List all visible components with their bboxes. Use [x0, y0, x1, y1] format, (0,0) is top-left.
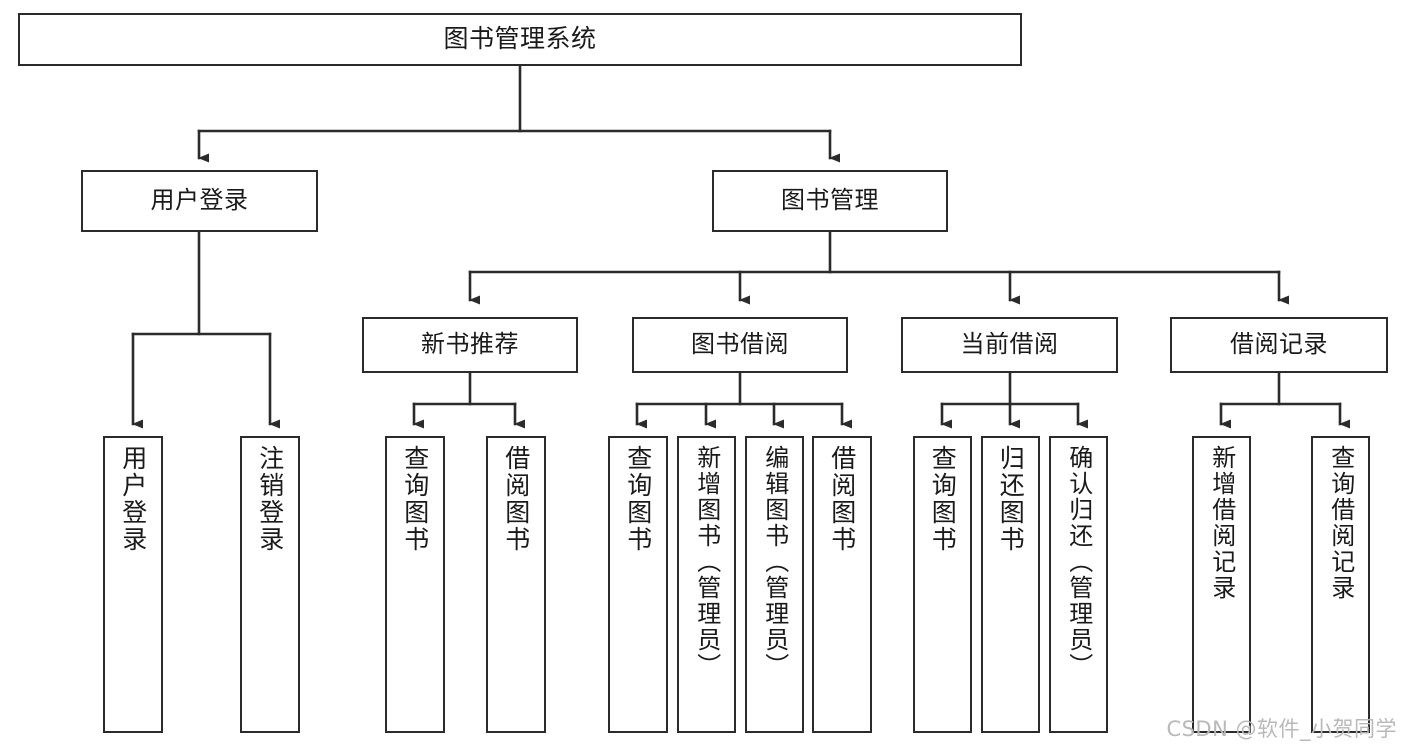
leaf-query-record-label: 查询借阅记录: [1326, 445, 1355, 601]
leaf-return-book[interactable]: 归还图书: [981, 436, 1040, 733]
leaf-confirm-return-label: 确认归还（管理员）: [1064, 445, 1093, 679]
leaf-borrow-book-2-label: 借阅图书: [827, 445, 857, 553]
leaf-edit-book[interactable]: 编辑图书（管理员）: [745, 436, 804, 733]
leaf-query-book-2[interactable]: 查询图书: [608, 436, 668, 733]
leaf-query-record[interactable]: 查询借阅记录: [1311, 436, 1370, 733]
leaf-add-book[interactable]: 新增图书（管理员）: [677, 436, 736, 733]
node-book-borrow[interactable]: 图书借阅: [632, 317, 848, 373]
leaf-user-logout[interactable]: 注销登录: [240, 436, 300, 733]
node-root-label: 图书管理系统: [443, 24, 597, 54]
leaf-add-record-label: 新增借阅记录: [1207, 445, 1236, 601]
leaf-add-record[interactable]: 新增借阅记录: [1192, 436, 1251, 733]
node-root-book-management-system[interactable]: 图书管理系统: [18, 13, 1022, 66]
leaf-borrow-book-1[interactable]: 借阅图书: [486, 436, 546, 733]
leaf-query-book-1[interactable]: 查询图书: [385, 436, 445, 733]
node-new-book-recommend-label: 新书推荐: [421, 330, 519, 359]
node-book-borrow-label: 图书借阅: [691, 330, 789, 359]
leaf-borrow-book-1-label: 借阅图书: [501, 445, 531, 553]
node-book-manage-label: 图书管理: [781, 186, 879, 215]
leaf-query-book-2-label: 查询图书: [623, 445, 653, 553]
leaf-edit-book-label: 编辑图书（管理员）: [760, 445, 789, 679]
leaf-user-logout-label: 注销登录: [255, 445, 285, 553]
node-borrow-record-label: 借阅记录: [1230, 330, 1328, 359]
leaf-user-login-label: 用户登录: [118, 445, 148, 553]
node-user-login-label: 用户登录: [150, 186, 249, 215]
leaf-query-book-3[interactable]: 查询图书: [913, 436, 972, 733]
node-borrow-record[interactable]: 借阅记录: [1170, 317, 1388, 373]
leaf-query-book-3-label: 查询图书: [928, 445, 958, 553]
leaf-confirm-return[interactable]: 确认归还（管理员）: [1049, 436, 1108, 733]
leaf-query-book-1-label: 查询图书: [400, 445, 430, 553]
node-current-borrow-label: 当前借阅: [960, 330, 1059, 359]
leaf-return-book-label: 归还图书: [996, 445, 1026, 553]
leaf-borrow-book-2[interactable]: 借阅图书: [812, 436, 872, 733]
node-current-borrow[interactable]: 当前借阅: [901, 317, 1118, 373]
csdn-watermark: CSDN @软件_小贺同学: [1166, 717, 1397, 741]
node-user-login[interactable]: 用户登录: [81, 170, 318, 232]
leaf-user-login[interactable]: 用户登录: [103, 436, 163, 733]
node-new-book-recommend[interactable]: 新书推荐: [362, 317, 578, 373]
node-book-manage[interactable]: 图书管理: [712, 170, 948, 232]
leaf-add-book-label: 新增图书（管理员）: [692, 445, 721, 679]
